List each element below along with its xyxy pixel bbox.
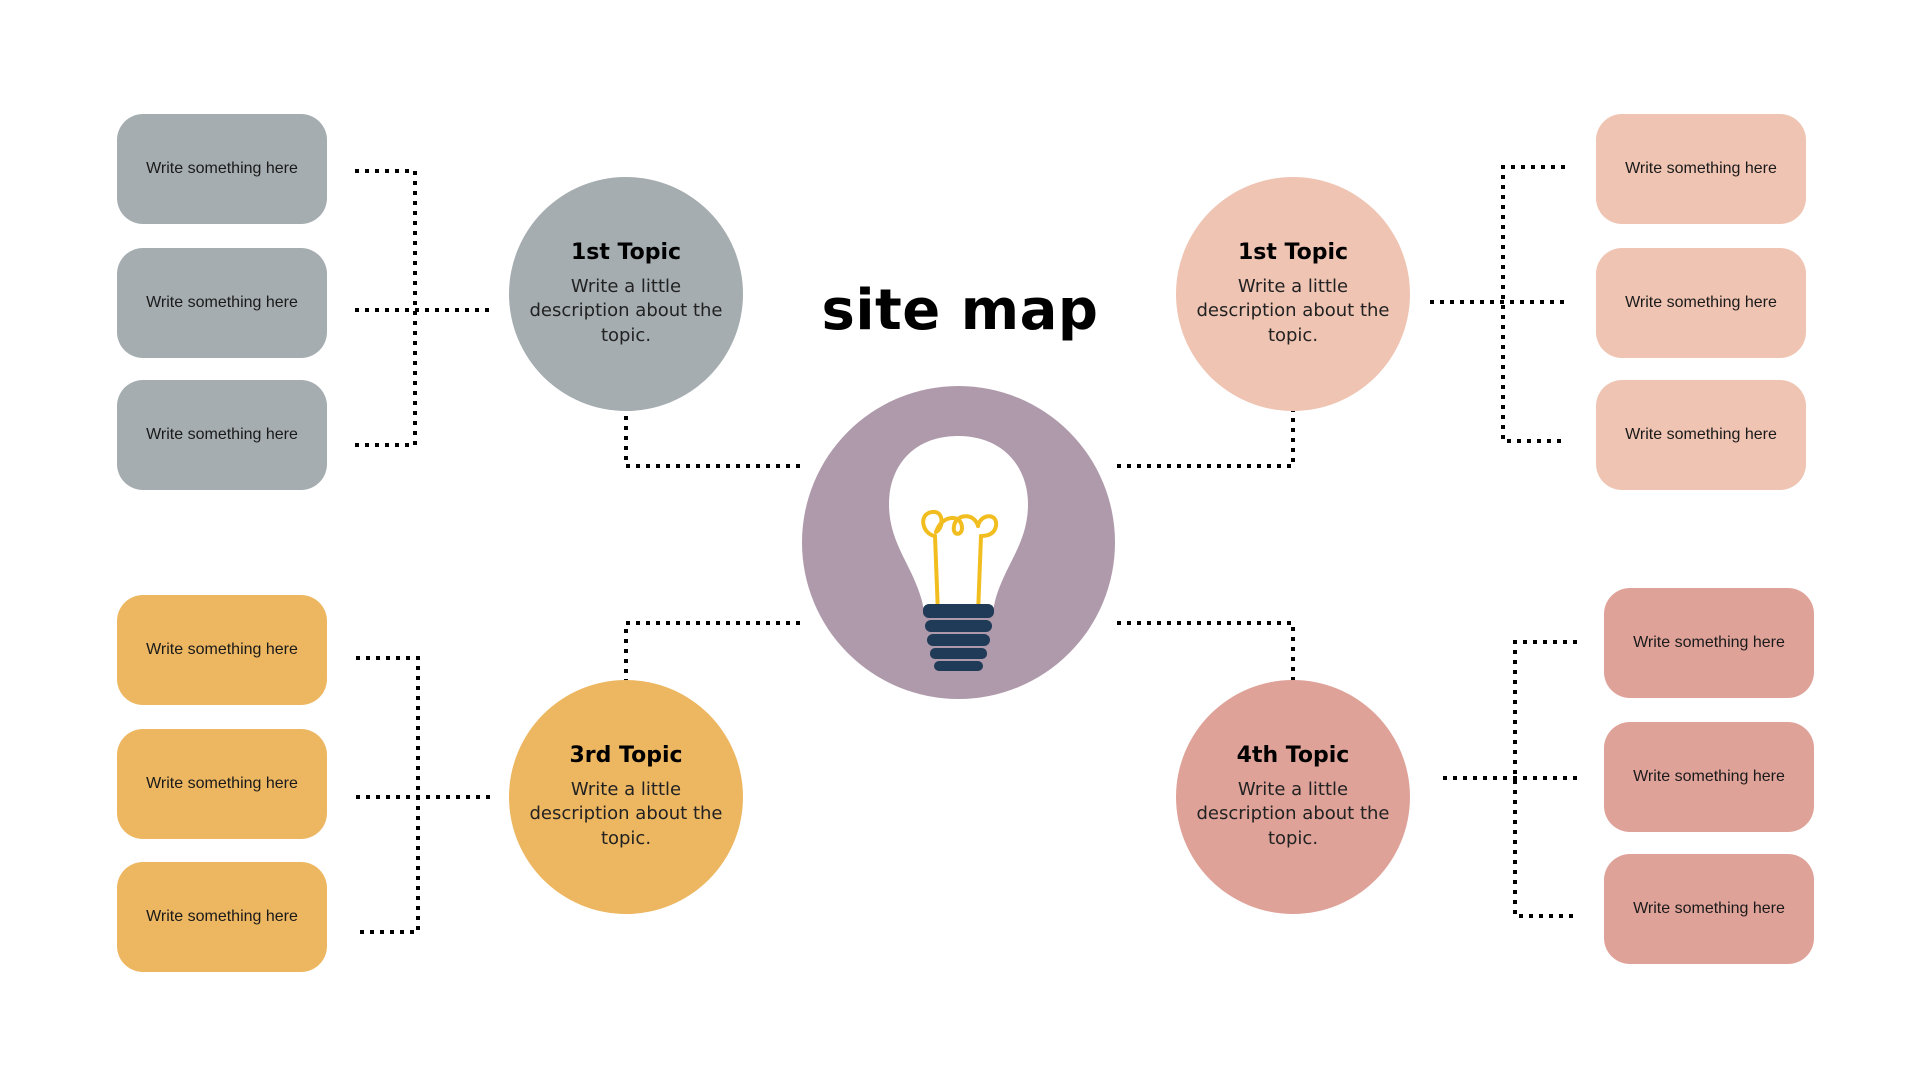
connector-bottom-right-branch	[1513, 640, 1577, 918]
note-box-top-right-2[interactable]: Write something here	[1596, 248, 1806, 358]
bulb-base	[923, 604, 994, 671]
note-box-bottom-left-2[interactable]: Write something here	[117, 729, 327, 839]
note-box-bottom-left-1[interactable]: Write something here	[117, 595, 327, 705]
note-box-top-left-3[interactable]: Write something here	[117, 380, 327, 490]
topic-circle-bottom-left[interactable]: 3rd Topic Write a little description abo…	[509, 680, 743, 914]
topic-circle-top-left[interactable]: 1st Topic Write a little description abo…	[509, 177, 743, 411]
lightbulb-icon	[889, 436, 1028, 671]
topic-title: 4th Topic	[1236, 743, 1350, 769]
central-hub[interactable]	[802, 386, 1115, 699]
note-box-bottom-right-3[interactable]: Write something here	[1604, 854, 1814, 964]
topic-description: Write a little description about the top…	[1196, 276, 1390, 346]
topic-description: Write a little description about the top…	[529, 276, 723, 346]
topic-title: 1st Topic	[1237, 240, 1349, 266]
note-box-bottom-right-2[interactable]: Write something here	[1604, 722, 1814, 832]
note-box-top-left-2[interactable]: Write something here	[117, 248, 327, 358]
note-box-top-left-1[interactable]: Write something here	[117, 114, 327, 224]
topic-circle-bottom-right[interactable]: 4th Topic Write a little description abo…	[1176, 680, 1410, 914]
connector-top-left-branch	[355, 169, 417, 447]
topic-description: Write a little description about the top…	[1196, 779, 1390, 849]
page-title: site map	[821, 278, 1099, 343]
topic-description: Write a little description about the top…	[529, 779, 723, 849]
topic-circle-top-right[interactable]: 1st Topic Write a little description abo…	[1176, 177, 1410, 411]
note-box-top-right-1[interactable]: Write something here	[1596, 114, 1806, 224]
connector-bottom-left-branch	[356, 656, 420, 934]
connector-top-right-branch	[1501, 165, 1565, 443]
note-box-bottom-left-3[interactable]: Write something here	[117, 862, 327, 972]
topic-title: 3rd Topic	[569, 743, 683, 769]
topic-title: 1st Topic	[570, 240, 682, 266]
note-box-top-right-3[interactable]: Write something here	[1596, 380, 1806, 490]
note-box-bottom-right-1[interactable]: Write something here	[1604, 588, 1814, 698]
